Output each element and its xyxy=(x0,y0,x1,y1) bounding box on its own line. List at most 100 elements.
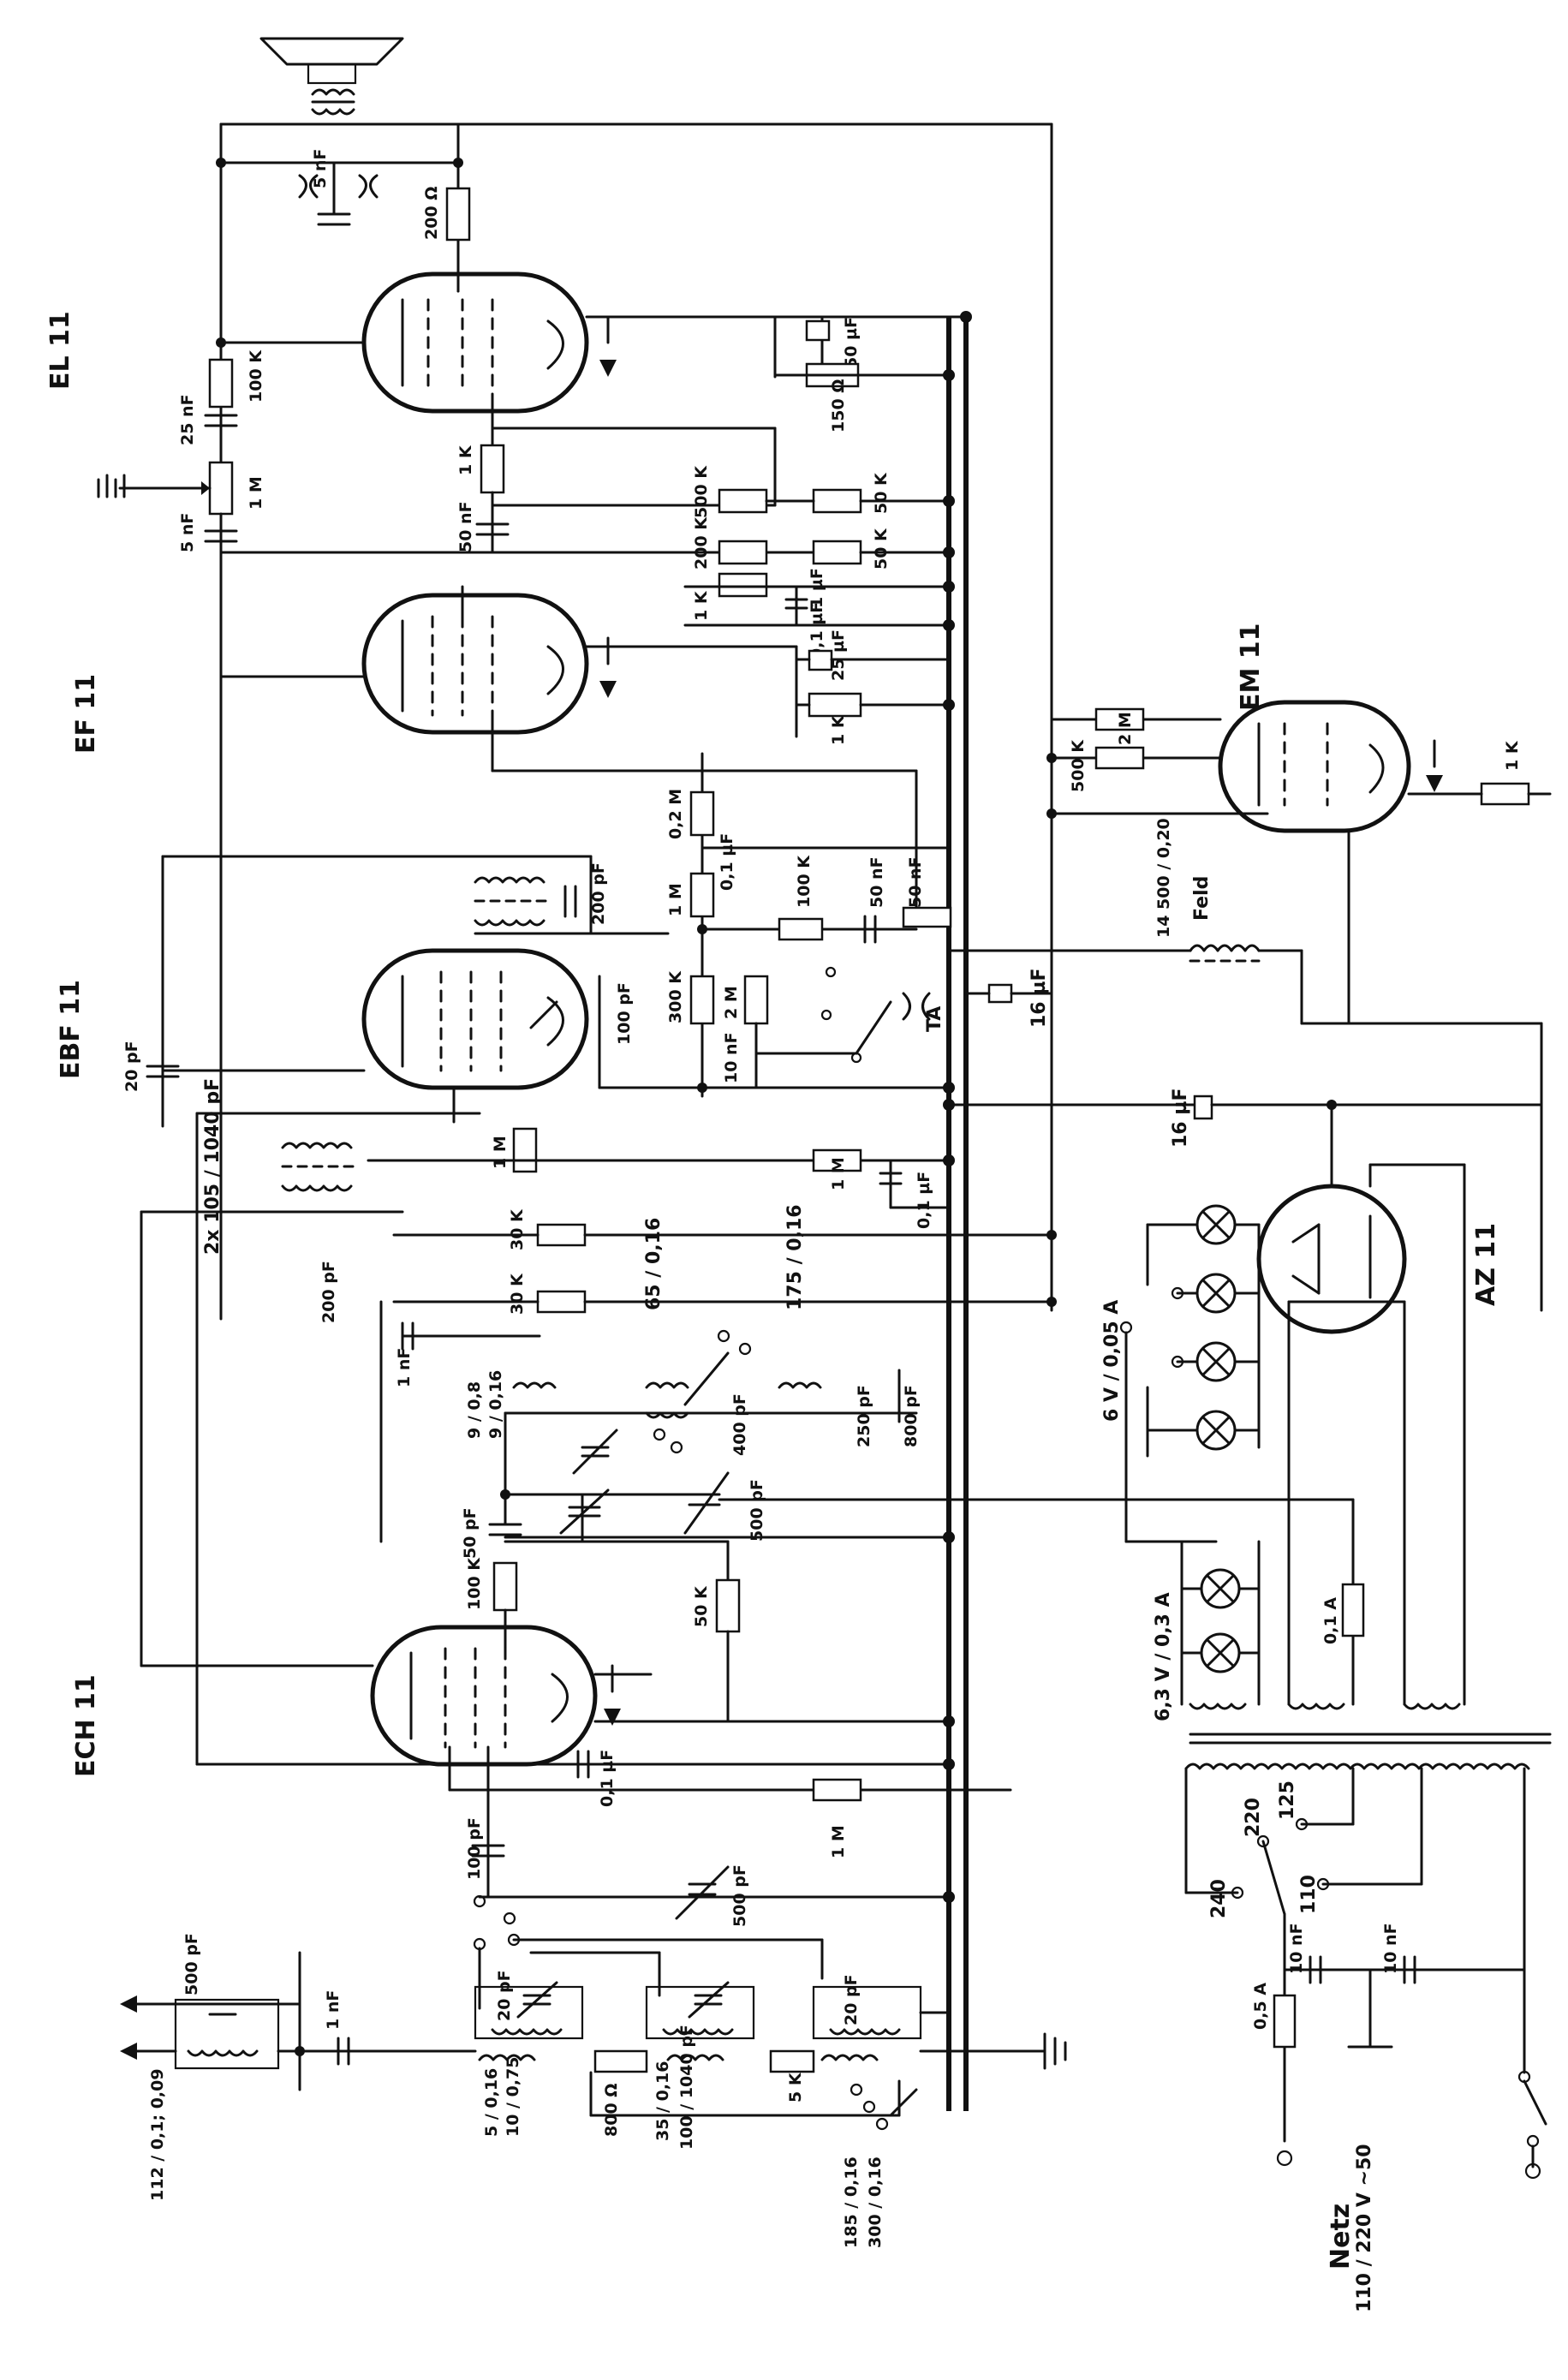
r-50k-osc-label: 50 K xyxy=(692,1585,711,1627)
resistor-1m-ech xyxy=(812,1778,862,1802)
c-25nf-label: 25 nF xyxy=(178,394,197,445)
spark-gap xyxy=(298,174,379,199)
c-400pf-label: 400 pF xyxy=(730,1393,749,1456)
tap-110-label: 110 xyxy=(1298,1875,1320,1914)
feld-label: Feld xyxy=(1191,876,1213,921)
resistor-1m-if-b xyxy=(812,1148,862,1172)
osc-trimmer-capacitors xyxy=(559,1429,618,1535)
feld-spec-label: 14 500 / 0,20 xyxy=(1154,818,1173,938)
c-50nf-vol-label: 50 nF xyxy=(867,856,886,908)
el11-grid-network xyxy=(97,358,238,543)
coil-9-016-label: 9 / 0,16 xyxy=(486,1370,505,1439)
coil-100-label: 100 / 1040 pF xyxy=(677,2025,696,2150)
resistor-1k-em xyxy=(1480,782,1530,806)
tube-label-el11: EL 11 xyxy=(45,311,75,390)
voltage-selector[interactable] xyxy=(1231,1817,1330,1916)
rf-band-switch[interactable] xyxy=(473,1894,521,1951)
resistor-800 xyxy=(593,2049,648,2073)
c-800pf-label: 800 pF xyxy=(902,1385,921,1447)
r-2m-em-label: 2 M xyxy=(1116,712,1135,745)
c-50nf-b-label: 50 nF xyxy=(906,856,925,908)
c-25uf-label: 25 µF xyxy=(829,629,848,681)
c-10nf-b-label: 10 nF xyxy=(1381,1923,1400,1974)
coil-35-label: 35 / 0,16 xyxy=(653,2061,672,2142)
output-transformer xyxy=(311,88,355,116)
r-500k-em-label: 500 K xyxy=(1069,739,1088,792)
c-200pf-label: 200 pF xyxy=(589,862,608,925)
resistor-1m-if-a xyxy=(512,1127,538,1173)
pickup-switch[interactable] xyxy=(820,966,892,1064)
mains-switch[interactable] xyxy=(1517,2070,1547,2148)
ground-terminal-icon[interactable] xyxy=(120,1995,137,2013)
c-20pf-label: 20 pF xyxy=(122,1041,141,1092)
mains-terminal-b[interactable] xyxy=(1524,2162,1541,2180)
mains-terminal-a[interactable] xyxy=(1276,2150,1293,2167)
tube-label-ebf11: EBF 11 xyxy=(56,980,86,1079)
r-100k-el-label: 100 K xyxy=(247,349,265,403)
c-01uf-b-label: 0,1 µF xyxy=(718,833,736,891)
resistor-100k-vol xyxy=(778,917,824,941)
r-30k-a-label: 30 K xyxy=(508,1208,527,1250)
wave-switch[interactable] xyxy=(850,2083,918,2131)
pilot-lamps xyxy=(1200,1568,1241,1673)
tube-ech11 xyxy=(370,1625,621,1767)
antenna-filter xyxy=(174,1998,280,2070)
osc-coil-set xyxy=(512,1381,822,1419)
osc-band-switch[interactable] xyxy=(653,1329,752,1454)
phono-input-jack[interactable] xyxy=(902,992,931,1021)
r-1k-ef-label: 1 K xyxy=(692,590,711,621)
r-800-label: 800 Ω xyxy=(602,2084,621,2137)
hv-bus xyxy=(219,122,1053,1312)
antenna-terminal-icon[interactable] xyxy=(120,2043,137,2060)
c-100pf-ech-label: 100 pF xyxy=(465,1817,484,1880)
dial-lamps xyxy=(1195,1204,1237,1451)
r-100k-vol-label: 100 K xyxy=(795,855,814,908)
fuse-0-5a xyxy=(1273,1994,1297,2049)
r-50k-a-label: 50 K xyxy=(872,472,891,514)
netz-spec-label: 110 / 220 V ~50 xyxy=(1354,2144,1375,2312)
coil-9-08-label: 9 / 0,8 xyxy=(465,1381,484,1439)
r-5k-label: 5 K xyxy=(786,2072,805,2103)
c-50pf-label: 50 pF xyxy=(461,1507,480,1559)
junction-dots xyxy=(216,158,1337,2056)
tube-ef11 xyxy=(361,593,617,735)
resistor-2m-ebf xyxy=(743,975,769,1025)
volume-potentiometer xyxy=(902,906,952,928)
r-50k-b-label: 50 K xyxy=(872,528,891,570)
r-30k-b-label: 30 K xyxy=(508,1273,527,1315)
electrolytic-50uf xyxy=(805,319,831,342)
resistor-50k-osc xyxy=(715,1578,741,1633)
osc-feedback-resistors xyxy=(536,1223,587,1314)
if-filter-label: 2x 105 / 1040 pF xyxy=(202,1078,224,1255)
c-500pf-ant-label: 500 pF xyxy=(182,1933,201,1995)
c-01uf-if-label: 0,1 µF xyxy=(915,1172,933,1229)
tube-label-ef11: EF 11 xyxy=(71,674,101,754)
coil-5-label: 5 / 0,16 xyxy=(482,2068,501,2137)
if-filter-transformer xyxy=(281,1142,361,1192)
c-01uf-ef-label: 0,1 µF xyxy=(808,602,826,659)
ta-label: TA xyxy=(924,1006,945,1032)
r-1k-em-label: 1 K xyxy=(1503,740,1522,771)
tube-label-em11: EM 11 xyxy=(1236,623,1266,711)
coil-300-label: 300 / 0,16 xyxy=(866,2156,885,2248)
netz-label: Netz xyxy=(1326,2204,1356,2270)
resistor-500k-em xyxy=(1094,746,1145,770)
resistor-1k-el xyxy=(480,444,505,494)
tube-el11 xyxy=(361,271,617,414)
osc-tuning-capacitor xyxy=(683,1471,730,1535)
r-2m-ebf-label: 2 M xyxy=(722,986,741,1019)
c-1uf-label: 1 µF xyxy=(808,568,826,608)
fuse-05-label: 0,5 A xyxy=(1251,1983,1270,2030)
c-5nf-top-label: 5 nF xyxy=(311,149,330,188)
tube-label-az11: AZ 11 xyxy=(1471,1223,1501,1306)
field-coil xyxy=(1189,944,1261,963)
r-1m-ifb-label: 1 M xyxy=(829,1157,848,1190)
r-1k-el-label: 1 K xyxy=(456,444,475,475)
fuse-01-label: 0,1 A xyxy=(1321,1597,1340,1644)
rf-tuning-capacitor xyxy=(675,1865,730,1920)
rf-coil-set xyxy=(474,1981,922,2040)
c-50uf-label: 50 µF xyxy=(842,317,861,368)
coil-ant-label: 112 / 0,1; 0,09 xyxy=(148,2068,167,2201)
resistor-1m-ebf xyxy=(689,872,715,918)
